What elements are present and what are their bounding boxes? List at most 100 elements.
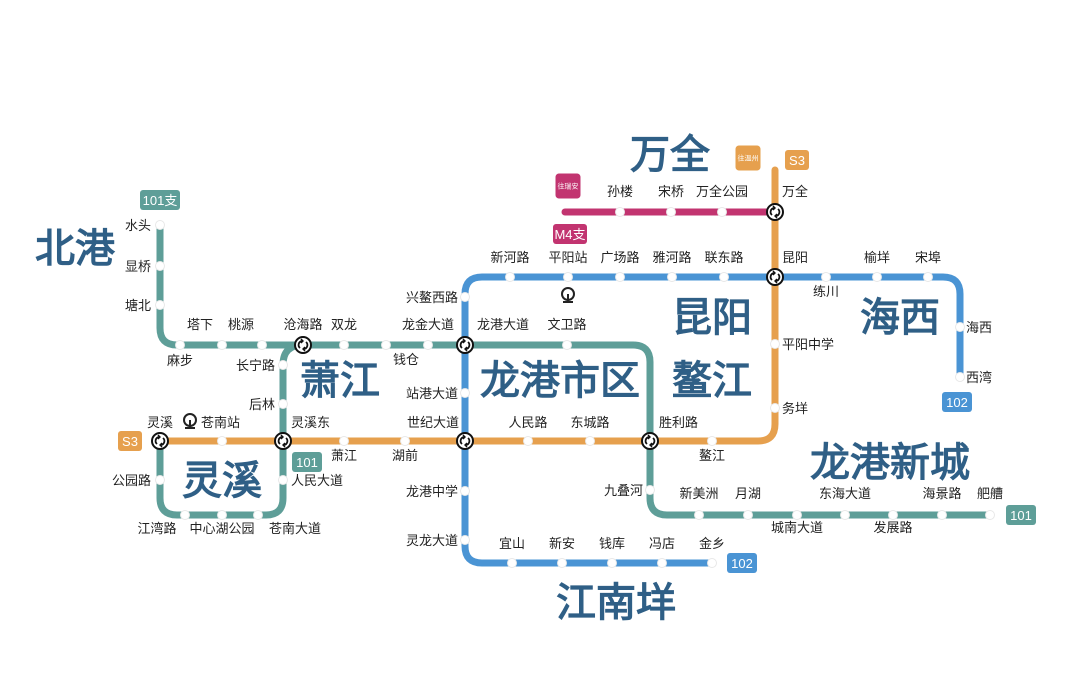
station-label[interactable]: 月湖 [735, 487, 761, 502]
interchange-icon[interactable] [456, 432, 474, 450]
station-label[interactable]: 广场路 [600, 250, 639, 266]
station-dot[interactable] [743, 510, 753, 520]
station-dot[interactable] [792, 510, 802, 520]
station-label[interactable]: 水头 [125, 219, 151, 234]
station-dot[interactable] [607, 558, 617, 568]
station-label[interactable]: 人民路 [508, 415, 547, 431]
station-dot[interactable] [257, 340, 267, 350]
interchange-icon[interactable] [641, 432, 659, 450]
station-label[interactable]: 双龙 [331, 318, 357, 333]
station-dot[interactable] [615, 272, 625, 282]
station-label[interactable]: 西湾 [966, 370, 992, 386]
station-dot[interactable] [180, 510, 190, 520]
interchange-icon[interactable] [274, 432, 292, 450]
station-dot[interactable] [888, 510, 898, 520]
station-label[interactable]: 新安 [549, 536, 575, 552]
station-label[interactable]: 湖前 [392, 448, 418, 464]
station-label[interactable]: 宜山 [499, 537, 525, 552]
station-dot[interactable] [175, 340, 185, 350]
station-dot[interactable] [872, 272, 882, 282]
station-label[interactable]: 冯店 [649, 537, 675, 552]
station-dot[interactable] [505, 272, 515, 282]
station-label[interactable]: 雅河路 [652, 250, 691, 266]
station-dot[interactable] [719, 272, 729, 282]
station-dot[interactable] [657, 558, 667, 568]
station-label[interactable]: 灵龙大道 [406, 534, 458, 549]
station-dot[interactable] [523, 436, 533, 446]
station-dot[interactable] [507, 558, 517, 568]
station-label[interactable]: 孙楼 [607, 185, 633, 200]
station-label[interactable]: 沧海路 [283, 317, 322, 333]
station-label[interactable]: 宋桥 [658, 185, 684, 200]
station-dot[interactable] [563, 272, 573, 282]
station-label[interactable]: 兴鳌西路 [406, 290, 458, 306]
station-label[interactable]: 联东路 [704, 250, 743, 266]
station-label[interactable]: 昆阳 [782, 251, 808, 266]
station-label[interactable]: 鳌江 [699, 448, 725, 464]
station-dot[interactable] [155, 475, 165, 485]
station-dot[interactable] [770, 403, 780, 413]
station-dot[interactable] [707, 436, 717, 446]
station-dot[interactable] [955, 372, 965, 382]
station-label[interactable]: 平阳中学 [782, 337, 834, 353]
station-label[interactable]: 万全 [782, 184, 808, 200]
station-label[interactable]: 榆垟 [864, 251, 890, 266]
station-label[interactable]: 长宁路 [236, 358, 275, 374]
station-dot[interactable] [694, 510, 704, 520]
station-label[interactable]: 龙金大道 [402, 317, 454, 333]
station-label[interactable]: 钱库 [599, 536, 625, 552]
station-label[interactable]: 江湾路 [137, 521, 176, 537]
station-label[interactable]: 中心湖公园 [189, 522, 254, 537]
station-dot[interactable] [339, 340, 349, 350]
station-dot[interactable] [278, 360, 288, 370]
interchange-icon[interactable] [294, 336, 312, 354]
station-dot[interactable] [460, 535, 470, 545]
station-dot[interactable] [400, 436, 410, 446]
station-label[interactable]: 龙港中学 [406, 484, 458, 500]
station-label[interactable]: 龙港大道 [477, 318, 529, 333]
station-label[interactable]: 显桥 [125, 260, 151, 275]
station-label[interactable]: 钱仓 [393, 353, 419, 368]
station-label[interactable]: 麻步 [167, 354, 193, 369]
station-label[interactable]: 公园路 [112, 473, 151, 489]
station-dot[interactable] [821, 272, 831, 282]
interchange-icon[interactable] [151, 432, 169, 450]
interchange-icon[interactable] [456, 336, 474, 354]
station-dot[interactable] [707, 558, 717, 568]
station-dot[interactable] [615, 207, 625, 217]
station-label[interactable]: 万全公园 [696, 184, 748, 200]
station-label[interactable]: 宋埠 [915, 251, 941, 266]
station-label[interactable]: 发展路 [873, 520, 912, 536]
station-dot[interactable] [840, 510, 850, 520]
station-dot[interactable] [770, 339, 780, 349]
station-dot[interactable] [278, 475, 288, 485]
station-dot[interactable] [460, 292, 470, 302]
station-dot[interactable] [937, 510, 947, 520]
station-dot[interactable] [460, 388, 470, 398]
station-label[interactable]: 九叠河 [604, 484, 643, 499]
station-dot[interactable] [155, 300, 165, 310]
station-label[interactable]: 练川 [813, 285, 839, 300]
station-label[interactable]: 新河路 [490, 250, 529, 266]
station-dot[interactable] [217, 340, 227, 350]
station-dot[interactable] [667, 272, 677, 282]
station-dot[interactable] [155, 220, 165, 230]
station-label[interactable]: 胜利路 [659, 415, 698, 431]
station-dot[interactable] [923, 272, 933, 282]
station-label[interactable]: 新美洲 [679, 486, 718, 502]
station-dot[interactable] [717, 207, 727, 217]
station-label[interactable]: 金乡 [699, 536, 725, 552]
station-dot[interactable] [666, 207, 676, 217]
station-dot[interactable] [585, 436, 595, 446]
station-dot[interactable] [217, 436, 227, 446]
station-dot[interactable] [278, 399, 288, 409]
station-dot[interactable] [423, 340, 433, 350]
station-dot[interactable] [460, 486, 470, 496]
station-label[interactable]: 人民大道 [291, 474, 343, 489]
station-dot[interactable] [155, 261, 165, 271]
station-dot[interactable] [253, 510, 263, 520]
station-label[interactable]: 塔下 [187, 318, 213, 333]
station-label[interactable]: 城南大道 [771, 520, 823, 536]
station-label[interactable]: 萧江 [331, 449, 357, 464]
station-label[interactable]: 海西 [966, 321, 992, 336]
